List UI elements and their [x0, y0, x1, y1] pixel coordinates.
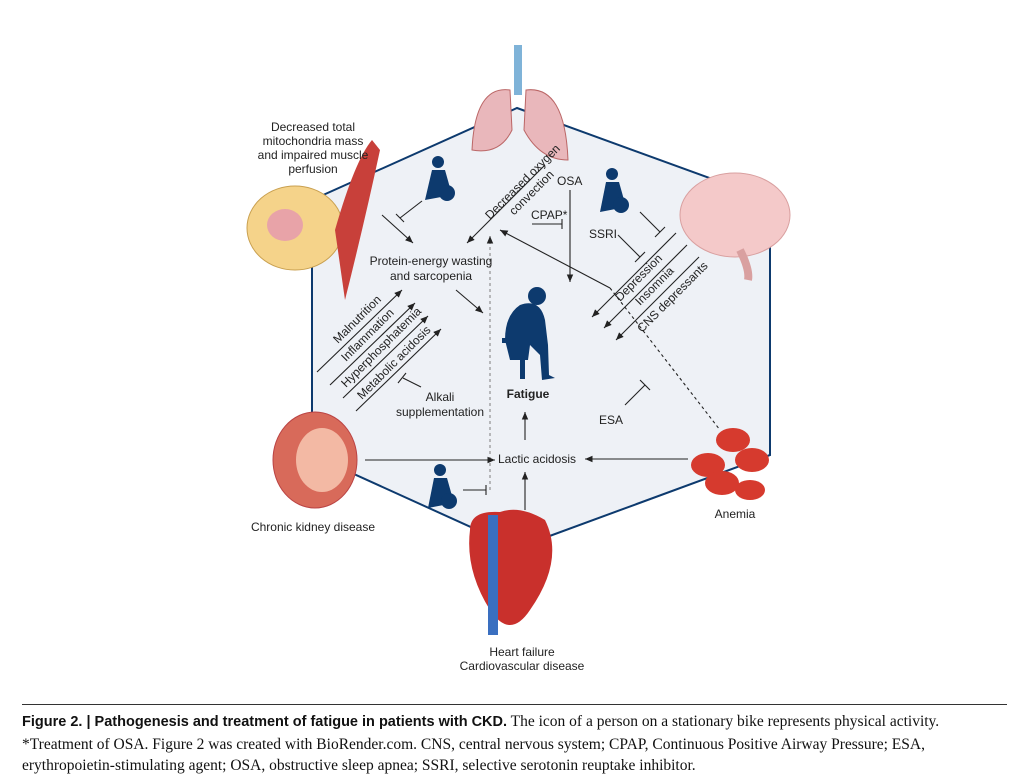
- anemia-label: Anemia: [715, 507, 756, 521]
- heart-label: Heart failure Cardiovascular disease: [460, 645, 585, 673]
- cpap-label: CPAP*: [531, 208, 568, 222]
- arrows: [316, 164, 721, 510]
- esa-label: ESA: [599, 413, 623, 427]
- stationary-bike-icon: [428, 464, 457, 509]
- svg-text:Protein-energy wasting: Protein-energy wasting: [370, 254, 493, 268]
- red-blood-cells-illustration: [691, 428, 769, 500]
- svg-text:Heart failure: Heart failure: [489, 645, 555, 659]
- svg-text:Alkali: Alkali: [426, 390, 455, 404]
- lactic-acidosis-label: Lactic acidosis: [498, 452, 576, 466]
- muscle-cell-illustration: [246, 140, 380, 300]
- muscle-label: Decreased total mitochondria mass and im…: [258, 120, 369, 176]
- pew-label: Protein-energy wasting and sarcopenia: [370, 254, 493, 283]
- figure-caption: Figure 2. | Pathogenesis and treatment o…: [22, 704, 1007, 777]
- fatigue-diagram: Decreased total mitochondria mass and im…: [246, 45, 791, 673]
- caption-text: The icon of a person on a stationary bik…: [22, 713, 940, 774]
- stationary-bike-icon: [600, 168, 629, 213]
- svg-text:mitochondria mass: mitochondria mass: [263, 134, 364, 148]
- fatigue-label: Fatigue: [507, 387, 550, 401]
- svg-text:and sarcopenia: and sarcopenia: [390, 269, 472, 283]
- svg-text:Cardiovascular disease: Cardiovascular disease: [460, 659, 585, 673]
- osa-label: OSA: [557, 174, 582, 188]
- stationary-bike-icon: [425, 156, 455, 201]
- alkali-label: Alkali supplementation: [396, 390, 484, 419]
- svg-text:perfusion: perfusion: [288, 162, 337, 176]
- svg-text:supplementation: supplementation: [396, 405, 484, 419]
- brain-illustration: [679, 172, 791, 281]
- svg-text:Decreased total: Decreased total: [271, 120, 355, 134]
- ckd-label: Chronic kidney disease: [251, 520, 375, 534]
- heart-illustration: [469, 509, 553, 635]
- fatigue-person-icon: [502, 287, 555, 380]
- ssri-label: SSRI: [589, 227, 617, 241]
- lungs-illustration: [471, 45, 569, 161]
- caption-label: Figure 2. | Pathogenesis and treatment o…: [22, 714, 508, 730]
- svg-text:and impaired muscle: and impaired muscle: [258, 148, 369, 162]
- kidney-illustration: [272, 411, 358, 509]
